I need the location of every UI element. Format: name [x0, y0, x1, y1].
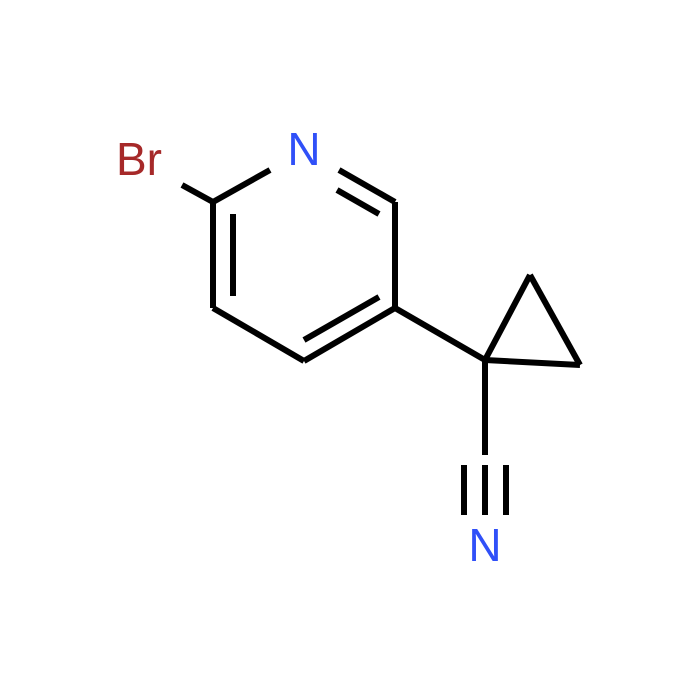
bond-cq-ca: [482, 273, 533, 362]
bond-c5-c4: [302, 305, 397, 364]
bond-c5-cq: [393, 305, 487, 363]
bond-c2-br: [180, 182, 215, 205]
ring-nitrogen-label: N: [287, 123, 320, 175]
bond-c5-c4-inner: [302, 294, 381, 343]
bromine-label: Br: [116, 133, 162, 185]
bond-c4-c3: [211, 305, 306, 364]
bond-c2-n1: [211, 167, 272, 205]
bond-n1-c6-inner: [335, 187, 381, 217]
bond-cb-cq: [484, 357, 581, 368]
bond-n1-c6: [337, 167, 397, 205]
nitrile-nitrogen-label: N: [468, 519, 501, 571]
bond-ca-cb: [527, 273, 583, 367]
